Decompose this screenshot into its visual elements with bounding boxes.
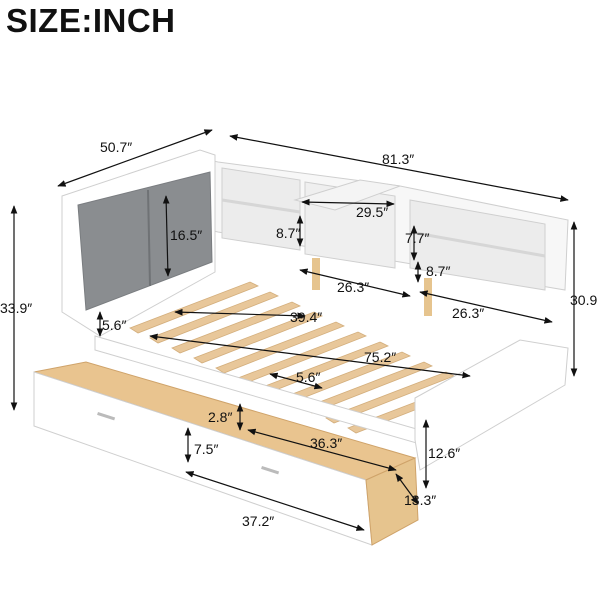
dim-label-drawer-depth: 2.8″: [208, 409, 232, 425]
dim-line-length: [229, 134, 569, 202]
dim-line-slat-gap: [269, 372, 323, 390]
dim-line-drawer-inner: [247, 428, 397, 472]
dim-line-bridge: [301, 198, 395, 208]
dim-label-slat-gap: 5.6″: [296, 369, 320, 385]
dim-line-shelf-right-width: [419, 290, 553, 324]
dim-label-drawer-height: 7.5″: [194, 441, 218, 457]
dim-line-headboard: [162, 195, 172, 277]
dim-label-length: 81.3″: [382, 151, 414, 167]
dim-label-drawer-width: 37.2″: [242, 513, 274, 529]
dim-label-clearance: 5.6″: [102, 317, 126, 333]
dim-line-drawer-side: [395, 473, 419, 505]
dim-label-headboard: 16.5″: [170, 227, 202, 243]
dim-label-drawer-side: 13.3″: [404, 492, 436, 508]
dim-label-drawer-inner: 36.3″: [310, 435, 342, 451]
drawer-handle: [97, 412, 116, 421]
dim-label-bridge: 29.5″: [356, 204, 388, 220]
dim-line-drawer-width: [185, 471, 365, 531]
dim-label-inner-length: 75.2″: [364, 349, 396, 365]
headboard-seam: [147, 189, 151, 287]
dim-line-inner-width: [174, 308, 306, 320]
dim-label-width: 50.7″: [100, 139, 132, 155]
dim-line-shelf-mid: [299, 268, 411, 298]
dim-label-shelf-right-width: 26.3″: [452, 305, 484, 321]
dim-label-height-right: 30.9: [570, 292, 597, 308]
size-unit-title: SIZE:INCH: [6, 2, 176, 39]
dim-label-inner-width: 39.4″: [290, 309, 322, 325]
footboard: [414, 339, 569, 471]
dim-line-width: [57, 129, 213, 187]
dim-label-shelf-gap: 8.7″: [426, 263, 450, 279]
dim-label-shelf-mid: 26.3″: [337, 279, 369, 295]
shelf-board: [409, 230, 546, 258]
dim-label-shelf-left: 8.7″: [276, 225, 300, 241]
dim-label-rail-height: 12.6″: [428, 445, 460, 461]
wooden-leg: [424, 278, 432, 316]
dim-line-inner-length: [149, 333, 471, 379]
dim-label-height-left: 33.9″: [0, 300, 32, 316]
shelf-board: [221, 198, 301, 214]
dim-label-shelf-right: 7.7″: [405, 230, 429, 246]
